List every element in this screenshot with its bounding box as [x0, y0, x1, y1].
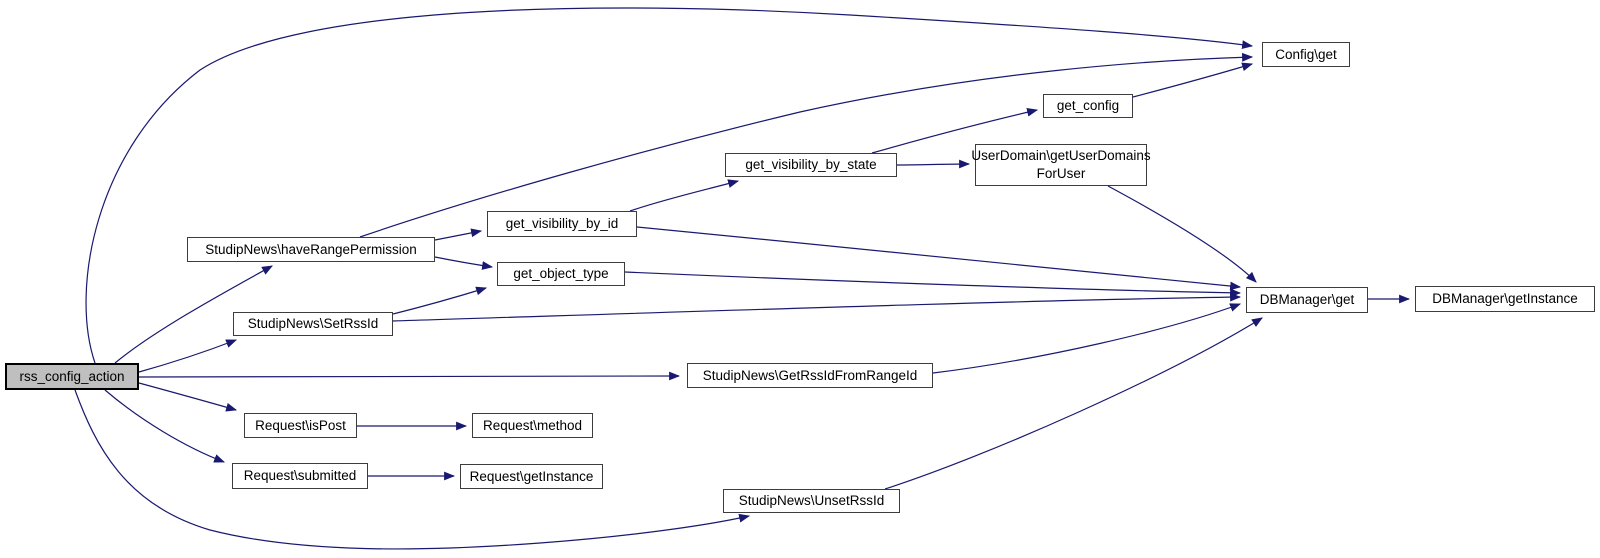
- node-label: StudipNews\haveRangePermission: [205, 241, 417, 257]
- node-request-submitted[interactable]: Request\submitted: [232, 463, 368, 489]
- edge-userdomain-getuserdomainsforuser-to-dbmanager-get: [1107, 185, 1257, 283]
- edge-get-visibility-by-id-to-get-visibility-by-state: [629, 179, 740, 212]
- edge-studipnews-unsetrssid-to-dbmanager-get: [884, 317, 1263, 490]
- node-get-config[interactable]: get_config: [1043, 94, 1133, 118]
- edge-rss-config-action-to-studipnews-setrssid: [138, 339, 238, 373]
- edge-get-visibility-by-state-to-get-config: [871, 107, 1039, 154]
- node-studipnews-unsetrssid[interactable]: StudipNews\UnsetRssId: [723, 489, 900, 513]
- edge-studipnews-haverangepermission-to-get-object-type: [434, 256, 494, 270]
- edge-studipnews-getrssidfromrangeid-to-dbmanager-get: [932, 303, 1242, 374]
- node-get-visibility-by-id[interactable]: get_visibility_by_id: [487, 211, 637, 237]
- node-label: Config\get: [1275, 46, 1337, 62]
- edge-group: [74, 7, 1411, 550]
- node-label: StudipNews\GetRssIdFromRangeId: [702, 367, 918, 383]
- node-label: Request\isPost: [255, 417, 346, 433]
- edge-studipnews-setrssid-to-get-object-type: [392, 286, 488, 315]
- node-studipnews-getrssidfromrangeid[interactable]: StudipNews\GetRssIdFromRangeId: [687, 363, 933, 388]
- node-label: rss_config_action: [19, 368, 125, 384]
- node-request-getinstance[interactable]: Request\getInstance: [460, 464, 603, 489]
- node-label: Request\submitted: [243, 468, 357, 484]
- edge-get-config-to-config-get: [1132, 62, 1254, 98]
- edge-get-object-type-to-dbmanager-get: [624, 271, 1242, 298]
- edge-rss-config-action-to-studipnews-unsetrssid: [74, 389, 751, 550]
- node-label-line: ForUser: [1036, 166, 1086, 181]
- node-label: get_object_type: [513, 266, 609, 282]
- node-dbmanager-get[interactable]: DBManager\get: [1246, 287, 1368, 313]
- edge-get-visibility-by-id-to-dbmanager-get: [636, 226, 1242, 291]
- node-get-visibility-by-state[interactable]: get_visibility_by_state: [725, 153, 897, 177]
- edge-rss-config-action-to-request-submitted: [104, 389, 226, 463]
- node-label: StudipNews\SetRssId: [247, 316, 379, 332]
- edge-get-visibility-by-state-to-userdomain-getuserdomainsforuser: [896, 159, 971, 169]
- edge-rss-config-action-to-studipnews-getrssidfromrangeid: [138, 371, 681, 381]
- edge-rss-config-action-to-request-ispost: [138, 382, 238, 412]
- edge-studipnews-haverangepermission-to-config-get: [359, 52, 1254, 238]
- edge-rss-config-action-to-studipnews-haverangepermission: [114, 265, 273, 364]
- edge-rss-config-action-to-config-get: [85, 7, 1254, 364]
- node-label: DBManager\get: [1259, 292, 1355, 308]
- node-label: StudipNews\UnsetRssId: [738, 493, 885, 509]
- node-label: Request\getInstance: [469, 468, 594, 484]
- node-label: get_visibility_by_state: [745, 157, 877, 173]
- edge-studipnews-haverangepermission-to-get-visibility-by-id: [434, 228, 483, 241]
- node-rss-config-action[interactable]: rss_config_action: [5, 363, 139, 390]
- node-label: get_config: [1056, 98, 1120, 114]
- edge-studipnews-setrssid-to-dbmanager-get: [392, 292, 1242, 322]
- node-dbmanager-getinstance[interactable]: DBManager\getInstance: [1415, 286, 1595, 312]
- node-get-object-type[interactable]: get_object_type: [497, 262, 625, 286]
- node-studipnews-haverangepermission[interactable]: StudipNews\haveRangePermission: [187, 237, 435, 262]
- node-request-method[interactable]: Request\method: [472, 413, 593, 438]
- node-label-line: UserDomain\getUserDomains: [971, 148, 1151, 164]
- node-studipnews-setrssid[interactable]: StudipNews\SetRssId: [233, 312, 393, 336]
- node-config-get[interactable]: Config\get: [1262, 42, 1350, 67]
- node-request-ispost[interactable]: Request\isPost: [244, 413, 357, 438]
- node-label: DBManager\getInstance: [1432, 291, 1578, 307]
- node-label: get_visibility_by_id: [505, 216, 619, 232]
- node-label: Request\method: [482, 417, 583, 433]
